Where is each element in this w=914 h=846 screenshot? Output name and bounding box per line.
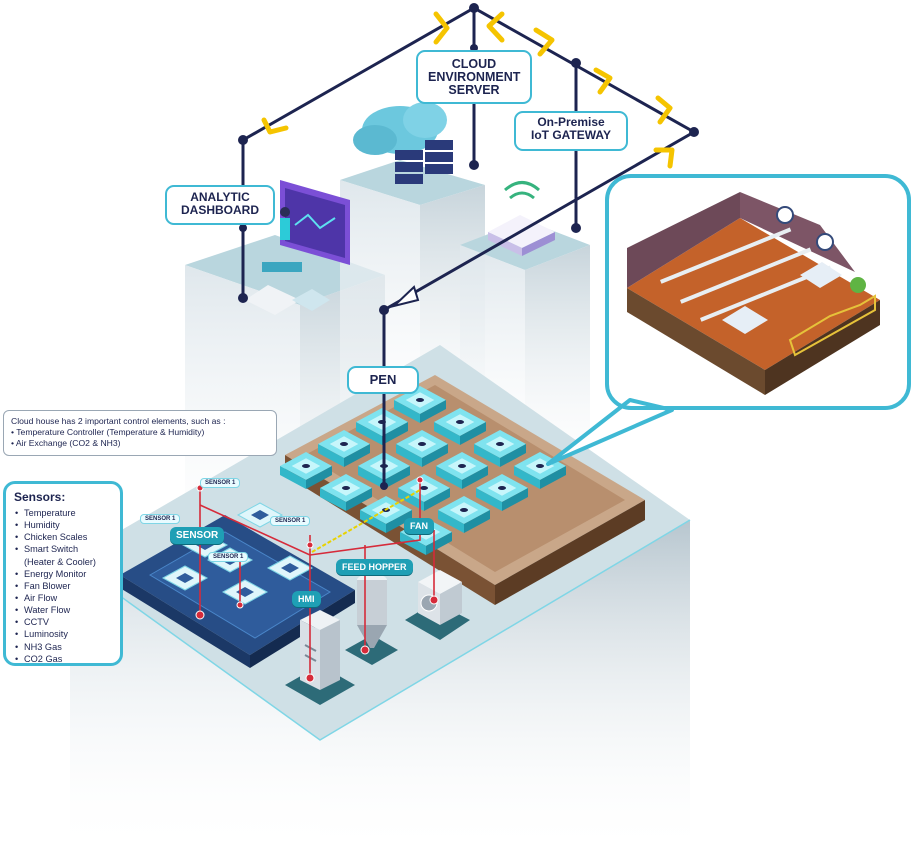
dashboard-label: ANALYTIC DASHBOARD	[165, 185, 275, 225]
sensor-mini-label: SENSOR 1	[270, 516, 311, 526]
control-elements-note: Cloud house has 2 important control elem…	[3, 410, 277, 456]
sensor-tile	[221, 579, 269, 605]
fan-unit	[405, 570, 470, 640]
cloud-server-text: CLOUD ENVIRONMENT SERVER	[428, 57, 521, 98]
sensor-list-item: Fan Blower	[24, 580, 112, 592]
arrow-chevron-icon	[261, 117, 289, 135]
arrow-chevron-icon	[433, 11, 450, 45]
feed-hopper-label: FEED HOPPER	[336, 559, 413, 575]
sensor-list-item: Air Flow	[24, 592, 112, 604]
pen-cell	[356, 408, 408, 445]
pen-cell	[394, 386, 446, 423]
sensor-list-item: Humidity	[24, 519, 112, 531]
hmi-label: HMI	[292, 591, 321, 607]
sensor-mini-label: SENSOR 1	[140, 514, 181, 524]
sensors-panel: Sensors: TemperatureHumidityChicken Scal…	[3, 481, 123, 666]
sensor-mini-label: SENSOR 1	[200, 478, 241, 488]
pen-cell	[436, 452, 488, 489]
data-cable	[311, 489, 421, 553]
wire-nodes	[195, 476, 439, 683]
note-heading: Cloud house has 2 important control elem…	[11, 416, 226, 426]
sensor-tile	[161, 565, 209, 591]
hmi-cabinet	[285, 610, 355, 705]
pen-cell	[474, 430, 526, 467]
farm-detail-bubble	[605, 174, 911, 410]
sensors-list: TemperatureHumidityChicken ScalesSmart S…	[14, 507, 112, 665]
pen-text: PEN	[369, 372, 397, 387]
sensor-tile	[266, 555, 314, 581]
dashboard-text-line2: DASHBOARD	[181, 202, 259, 217]
gateway-label: On-Premise IoT GATEWAY	[514, 111, 628, 151]
gateway-text-line1: On-Premise	[537, 115, 605, 129]
cloud-server-icon	[353, 102, 453, 184]
sensor-list-item: CCTV	[24, 616, 112, 628]
arrow-chevron-icon	[533, 27, 555, 57]
sensor-list-item: Water Flow	[24, 604, 112, 616]
sensor-list-item: (Heater & Cooler)	[24, 556, 96, 567]
note-item: • Air Exchange (CO2 & NH3)	[11, 438, 121, 449]
sensor-mini-label: SENSOR 1	[208, 552, 249, 562]
sensor-list-item: CO2 Gas	[24, 653, 112, 665]
pen-cell	[434, 408, 486, 445]
arrow-chevron-icon	[593, 67, 613, 95]
flow-arrows	[261, 11, 675, 169]
link-nodes	[238, 3, 699, 490]
sensor-list-item: Luminosity	[24, 628, 112, 640]
arrow-heads	[390, 285, 420, 308]
gateway-text-line2: IoT GATEWAY	[530, 127, 611, 142]
sensor-list-item: Energy Monitor	[24, 568, 112, 580]
pen-cell	[280, 452, 332, 489]
pen-cell	[320, 474, 372, 511]
sensor-main-label: SENSOR	[170, 527, 225, 544]
sensor-wiring	[199, 480, 435, 678]
arrow-chevron-icon	[653, 147, 675, 169]
dashboard-screen-icon	[245, 180, 350, 315]
sensor-list-item: NH3 Gas	[24, 641, 112, 653]
note-item: • Temperature Controller (Temperature & …	[11, 427, 205, 438]
pen-label: PEN	[347, 366, 419, 394]
sensor-list-item: Smart Switch	[24, 543, 112, 555]
pen-cell	[318, 430, 370, 467]
arrow-chevron-icon	[486, 11, 505, 43]
sensors-title: Sensors:	[14, 490, 66, 504]
arrow-chevron-icon	[655, 95, 673, 125]
user-figure	[280, 207, 290, 217]
bubble-pointer	[546, 398, 674, 466]
pen-cell	[476, 474, 528, 511]
sensor-list-item: Temperature	[24, 507, 112, 519]
pen-cell	[438, 496, 490, 533]
pen-cell	[396, 430, 448, 467]
farm-house-illustration	[627, 192, 880, 395]
fan-label: FAN	[404, 518, 434, 534]
sensor-list-item: Chicken Scales	[24, 531, 112, 543]
cloud-server-label: CLOUD ENVIRONMENT SERVER	[416, 50, 532, 104]
dashboard-text-line1: ANALYTIC	[190, 190, 250, 204]
